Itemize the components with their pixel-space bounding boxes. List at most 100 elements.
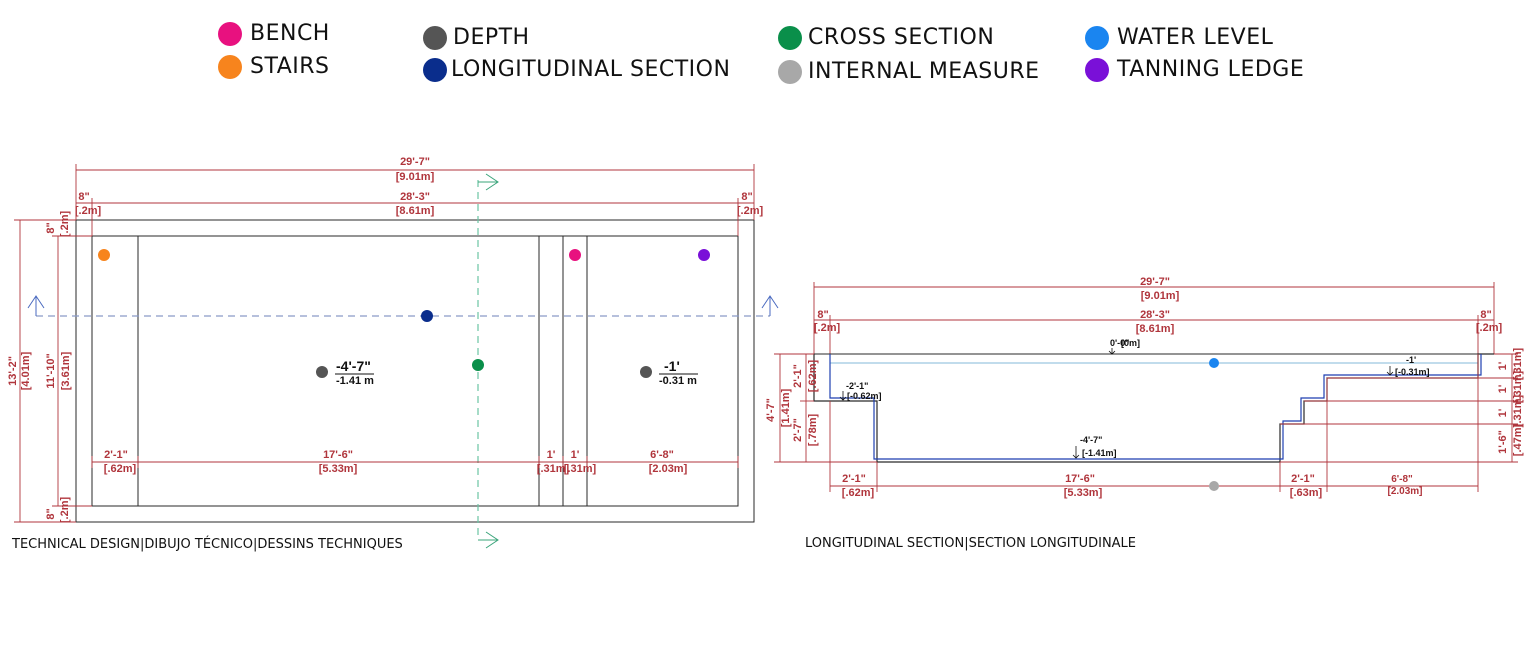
overall-width-label: 13'-2" [7,356,19,386]
longitudinal-section-marker-icon [423,57,447,82]
segment-ledge-metric: [2.03m] [649,463,688,475]
plan-view: 29'-7" [9.01m] 28'-3" [8.61m] 8" [.2m] 8… [7,156,779,549]
pool-outer-outline [75,219,755,523]
overall-length-label: 29'-7" [400,156,430,168]
wall-right-metric: [.2m] [737,205,764,217]
legend-item-tanning-ledge: TANNING LEDGE [1085,57,1304,82]
section-right-bottom-metric: [.47m] [1512,423,1524,456]
stairs-marker [98,249,110,261]
section-bottom-seg3-metric: [.63m] [1290,487,1323,499]
segment-bench-a-label: 1' [547,449,556,461]
section-wall-left-label: 8" [817,309,828,321]
legend-item-internal-measure: INTERNAL MEASURE [778,59,1040,84]
wall-right-label: 8" [741,191,752,203]
inner-width-label: 11'-10" [45,353,57,388]
pool-profile-outer [813,353,1494,463]
legend-item-bench: BENCH [218,21,330,46]
legend: BENCH STAIRS DEPTH LONGITUDINAL SECTION … [0,0,1536,100]
section-left-lower-metric: [.78m] [807,413,819,446]
level-deep-metric: [-1.41m] [1082,448,1117,458]
cross-section-marker-icon [778,25,802,50]
section-bottom-seg2-metric: [5.33m] [1064,487,1103,499]
level-zero-arrow-icon [1108,348,1116,355]
segment-main-metric: [5.33m] [319,463,358,475]
section-right-step1-metric: [.31m] [1512,347,1524,380]
depth-shallow-marker [640,366,652,378]
section-left-lower-label: 2'-7" [792,418,804,442]
water-level-marker-icon [1085,25,1109,50]
depth-deep-label: -4'-7" [336,358,371,374]
section-left-total-label: 4'-7" [765,398,777,422]
section-wall-right-label: 8" [1480,309,1491,321]
section-bottom-seg3-label: 2'-1" [1291,473,1315,485]
legend-item-stairs: STAIRS [218,54,329,79]
overall-width-metric: [4.01m] [20,351,32,390]
wall-left-metric: [.2m] [75,205,102,217]
segment-main-label: 17'-6" [323,449,353,461]
section-left-upper-metric: [.62m] [807,359,819,392]
section-bottom-seg1-label: 2'-1" [842,473,866,485]
level-step-label: -2'-1" [846,381,868,391]
longitudinal-section-marker [421,310,433,322]
section-right-step2-label: 1' [1497,384,1509,393]
wall-bottom-metric: [.2m] [59,497,71,524]
pool-inner-outline [91,235,739,507]
cross-arrow-bottom-icon [478,531,499,549]
cross-arrow-top-icon [478,173,499,191]
section-right-step1-label: 1' [1497,361,1509,370]
section-overall-length-label: 29'-7" [1140,276,1170,288]
wall-bottom-label: 8" [45,508,57,519]
water-level-marker [1209,358,1219,368]
section-right-step2-metric: [.31m] [1512,370,1524,403]
tanning-ledge-marker [698,249,710,261]
cross-section-marker [472,359,484,371]
legend-item-longitudinal-section: LONGITUDINAL SECTION [423,57,730,82]
section-view: 29'-7" [9.01m] 28'-3" [8.61m] 8" [.2m] 8… [765,276,1524,499]
section-overall-length-metric: [9.01m] [1141,290,1180,302]
section-caption: LONGITUDINAL SECTION|SECTION LONGITUDINA… [805,536,1137,551]
section-bottom-seg4-label: 6'-8" [1391,474,1413,485]
section-wall-right-metric: [.2m] [1476,322,1503,334]
plan-caption: TECHNICAL DESIGN|DIBUJO TÉCNICO|DESSINS … [12,537,403,552]
section-bottom-seg4-metric: [2.03m] [1387,486,1422,497]
section-right-bottom-label: 1'-6" [1497,430,1509,454]
tanning-ledge-marker-icon [1085,57,1109,82]
legend-label: BENCH [250,21,330,46]
internal-measure-marker [1209,481,1219,491]
legend-label: LONGITUDINAL SECTION [451,57,731,82]
depth-deep-marker [316,366,328,378]
legend-label: CROSS SECTION [808,25,995,50]
segment-stairs-label: 2'-1" [104,449,128,461]
wall-top-metric: [.2m] [59,211,71,238]
level-deep-arrow-icon [1072,446,1080,459]
level-shallow-label: -1' [1406,355,1416,365]
stairs-marker-icon [218,54,242,79]
bench-marker-icon [218,21,242,46]
level-deep-label: -4'-7" [1080,435,1102,445]
depth-marker-icon [423,25,447,50]
section-left-total-metric: [1.41m] [780,388,792,427]
level-shallow-metric: [-0.31m] [1395,367,1430,377]
segment-bench-b-metric: [.31m] [564,463,597,475]
section-bottom-seg1-metric: [.62m] [842,487,875,499]
wall-left-label: 8" [78,191,89,203]
inner-length-label: 28'-3" [400,191,430,203]
level-shallow-arrow-icon [1386,366,1394,376]
legend-item-cross-section: CROSS SECTION [778,25,994,50]
level-zero-label: 0'-0" [1110,338,1129,348]
bench-marker [569,249,581,261]
legend-label: WATER LEVEL [1117,25,1274,50]
segment-bench-b-label: 1' [571,449,580,461]
depth-shallow-metric: -0.31 m [659,375,697,387]
wall-top-label: 8" [45,222,57,233]
depth-shallow-label: -1' [664,358,680,374]
legend-label: DEPTH [453,25,530,50]
legend-label: STAIRS [250,54,330,79]
internal-measure-marker-icon [778,59,802,84]
level-step-arrow-icon [839,391,847,401]
section-right-step3-label: 1' [1497,408,1509,417]
pool-profile-inner [829,354,1482,460]
inner-length-metric: [8.61m] [396,205,435,217]
section-left-upper-label: 2'-1" [792,364,804,388]
